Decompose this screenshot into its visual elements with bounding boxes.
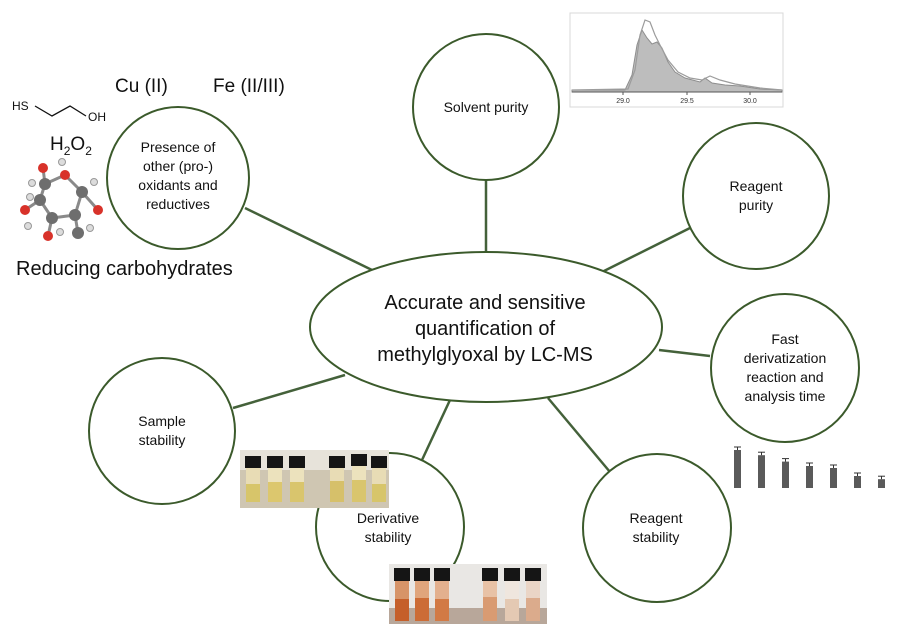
vials-photo-orange [389,564,547,624]
mini-bar [806,466,813,488]
node-label-derivative: Derivative stability [356,510,420,545]
iron-label: Fe (II/III) [213,76,285,97]
mini-bar [878,479,885,488]
hydrogen-peroxide-label: H2O2 [50,134,92,158]
thiol-hs-label: HS [12,99,29,113]
chromatogram-tick-3: 30.0 [743,98,757,105]
node-circle-reagent-purity [682,122,830,270]
mini-bar [782,461,789,488]
connector-derivative [420,399,452,461]
node-circle-fast [710,293,860,443]
node-circle-sample [88,357,236,505]
chromatogram-image: 29.0 29.5 30.0 [569,12,784,108]
copper-label: Cu (II) [115,76,168,97]
connector-fast [658,348,711,358]
connector-oxidants [244,206,373,272]
node-label-reagent-purity: Reagent purity [729,178,783,213]
center-ellipse [309,251,663,403]
mini-bar [854,476,861,488]
h2o2-sub-1: 2 [63,143,71,158]
chromatogram-tick-1: 29.0 [616,98,630,105]
node-circle-oxidants [106,106,250,250]
reducing-carbohydrates-label: Reducing carbohydrates [16,258,233,280]
mercaptoethanol-structure [34,105,87,117]
connector-reagent-purity [601,226,691,274]
h2o2-sub-2: 2 [85,143,92,158]
connectors [232,180,711,473]
mini-bar [734,450,741,488]
h2o2-o: O [70,134,86,155]
node-label-sample: Sample stability [138,413,186,448]
connector-reagent-stability [547,397,611,473]
mini-bar-chart [734,446,885,488]
h2o2-h: H [50,134,64,155]
node-circle-solvent [412,33,560,181]
chromatogram-tick-2: 29.5 [680,98,694,105]
mini-bar [830,468,837,488]
glucose-molecule-model [20,158,103,241]
node-label-oxidants: Presence of other (pro-) oxidants and re… [138,139,218,212]
node-label-fast: Fast derivatization reaction and analysi… [743,331,827,404]
vials-photo-yellow [240,450,389,508]
node-circle-reagent-stability [582,453,732,603]
thiol-oh-label: OH [88,110,106,124]
center-title: Accurate and sensitive quantification of… [377,292,593,366]
chromatogram-trace [571,19,783,91]
node-label-reagent-stability: Reagent stability [629,510,683,545]
mini-bar [758,455,765,488]
node-label-solvent: Solvent purity [443,98,529,115]
connector-sample [232,373,346,410]
